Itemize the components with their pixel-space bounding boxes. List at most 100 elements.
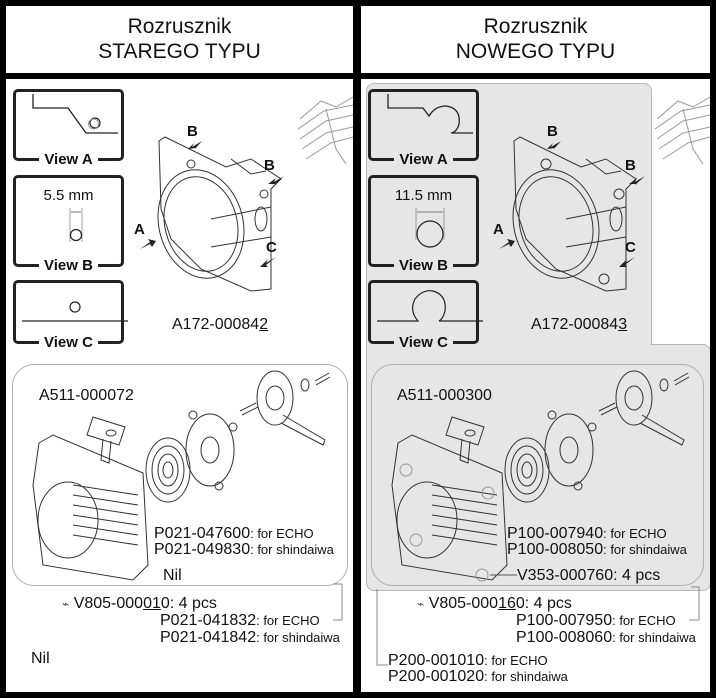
screw-icon: ⌁ <box>417 597 425 611</box>
left-title-line2: STAREGO TYPU <box>98 40 261 63</box>
right-view-a-label: View A <box>394 151 453 168</box>
right-view-a-drawing <box>387 94 473 134</box>
left-screw-prefix: V805-000 <box>73 595 144 612</box>
left-fan-housing-code: A172-000842 <box>172 316 268 334</box>
right-view-b-label: View B <box>394 257 453 274</box>
left-cylinder-drawing <box>297 96 353 165</box>
right-view-c-drawing <box>377 290 483 322</box>
right-grommet-label: V353-000760: 4 pcs <box>517 567 661 584</box>
left-cover-part-shindaiwa-note: : for shindaiwa <box>256 630 340 645</box>
right-starter-part-echo: P100-007940: for ECHO <box>507 525 667 543</box>
right-starter-part-shindaiwa: P100-008050: for shindaiwa <box>507 541 687 559</box>
right-starter-code: A511-000300 <box>397 387 492 404</box>
right-grey-backdrop-bottom <box>366 344 710 591</box>
left-view-c-drawing <box>22 301 128 322</box>
left-header: Rozrusznik STAREGO TYPU <box>6 6 353 73</box>
right-arrow-c-label: C <box>625 239 636 256</box>
right-cover-part-echo-note: : for ECHO <box>612 613 676 628</box>
left-fan-housing-drawing <box>157 136 282 292</box>
right-arrow-b1-label: B <box>547 123 558 140</box>
right-cover-part-shindaiwa-note: : for shindaiwa <box>612 630 696 645</box>
left-view-a-box: View A <box>13 89 124 168</box>
left-view-a-drawing <box>32 94 118 134</box>
right-header: Rozrusznik NOWEGO TYPU <box>361 6 710 73</box>
right-screw-rest: 0: 4 pcs <box>515 595 572 612</box>
right-screw-suffix: 16 <box>498 595 516 612</box>
left-fan-housing-code-suffix: 2 <box>259 316 269 333</box>
right-starter-part-shindaiwa-code: P100-008050 <box>507 541 604 558</box>
right-arrow-b2-label: B <box>625 157 636 174</box>
right-fan-housing-code-prefix: A172-00084 <box>531 316 619 333</box>
right-assembly-part-echo-note: : for ECHO <box>484 653 548 668</box>
right-cover-part-echo: P100-007950: for ECHO <box>516 612 676 630</box>
left-arrow-b1-label: B <box>187 123 198 140</box>
right-fan-housing-code: A172-000843 <box>531 316 627 334</box>
right-starter-part-echo-note: : for ECHO <box>603 526 667 541</box>
left-starter-part-shindaiwa-note: : for shindaiwa <box>250 542 334 557</box>
left-cover-part-echo-note: : for ECHO <box>256 613 320 628</box>
right-cylinder-drawing <box>654 96 710 165</box>
right-arrow-b1-icon <box>547 139 563 157</box>
right-view-a-box: View A <box>368 89 479 168</box>
left-screw-line: ⌁ V805-000010: 4 pcs <box>62 595 217 613</box>
right-arrow-a-icon <box>499 237 515 255</box>
right-grey-joint <box>367 341 650 347</box>
right-view-b-box: 11.5 mm View B <box>368 175 479 274</box>
left-fan-housing-code-prefix: A172-00084 <box>172 316 260 333</box>
right-fan-housing-code-suffix: 3 <box>618 316 628 333</box>
right-screw-line: ⌁ V805-000160: 4 pcs <box>417 595 572 613</box>
right-cover-part-echo-code: P100-007950 <box>516 612 613 629</box>
left-arrow-c-icon <box>260 255 276 274</box>
left-cover-part-echo: P021-041832: for ECHO <box>160 612 320 630</box>
right-arrow-b2-icon <box>629 173 645 191</box>
left-starter-part-echo-note: : for ECHO <box>250 526 314 541</box>
right-assembly-part-echo-code: P200-001010 <box>388 652 485 669</box>
left-view-c-label: View C <box>39 334 98 351</box>
left-starter-part-echo: P021-047600: for ECHO <box>154 525 314 543</box>
left-title-line1: Rozrusznik <box>127 15 232 38</box>
right-view-b-dimension: 11.5 mm <box>394 187 453 204</box>
right-arrow-a-label: A <box>493 221 504 238</box>
left-arrow-a-icon <box>140 237 156 255</box>
right-cover-part-shindaiwa: P100-008060: for shindaiwa <box>516 629 696 647</box>
left-cover-part-shindaiwa: P021-041842: for shindaiwa <box>160 629 340 647</box>
right-arrow-c-icon <box>619 255 635 274</box>
right-panel: View A 11.5 mm View B View C <box>361 79 710 692</box>
left-screw-suffix: 01 <box>143 595 161 612</box>
right-screw-prefix: V805-000 <box>428 595 499 612</box>
left-inner-nil: Nil <box>163 567 182 584</box>
right-title-line1: Rozrusznik <box>483 15 588 38</box>
left-arrow-a-label: A <box>134 221 145 238</box>
right-starter-part-echo-code: P100-007940 <box>507 525 604 542</box>
left-outer-nil: Nil <box>31 650 50 667</box>
right-starter-part-shindaiwa-note: : for shindaiwa <box>603 542 687 557</box>
left-view-b-label: View B <box>39 257 98 274</box>
left-arrow-b2-label: B <box>264 157 275 174</box>
left-panel: View A 5.5 mm View B View C <box>6 79 353 692</box>
right-cover-part-shindaiwa-code: P100-008060 <box>516 629 613 646</box>
right-assembly-part-shindaiwa: P200-001020: for shindaiwa <box>388 668 568 686</box>
left-starter-part-shindaiwa: P021-049830: for shindaiwa <box>154 541 334 559</box>
left-starter-part-echo-code: P021-047600 <box>154 525 251 542</box>
left-screw-rest: 0: 4 pcs <box>160 595 217 612</box>
right-assembly-part-echo: P200-001010: for ECHO <box>388 652 548 670</box>
left-starter-box: A511-000072 <box>12 364 348 586</box>
left-starter-drawing <box>32 370 331 581</box>
left-arrow-c-label: C <box>266 239 277 256</box>
right-bracket-lines <box>376 586 700 666</box>
right-starter-drawing <box>391 370 690 582</box>
left-starter-part-shindaiwa-code: P021-049830 <box>154 541 251 558</box>
right-starter-box: A511-000300 <box>371 364 704 586</box>
left-view-b-box: 5.5 mm View B <box>13 175 124 274</box>
left-arrow-b1-icon <box>188 139 204 157</box>
left-view-b-drawing <box>69 208 83 242</box>
right-view-c-label: View C <box>394 334 453 351</box>
left-view-b-dimension: 5.5 mm <box>43 187 94 204</box>
screw-icon: ⌁ <box>62 597 70 611</box>
right-view-b-drawing <box>415 208 445 248</box>
left-view-c-box: View C <box>13 280 128 351</box>
right-assembly-part-shindaiwa-note: : for shindaiwa <box>484 669 568 684</box>
right-view-c-box: View C <box>368 280 483 351</box>
left-cover-part-shindaiwa-code: P021-041842 <box>160 629 257 646</box>
left-cover-bracket <box>333 583 343 621</box>
